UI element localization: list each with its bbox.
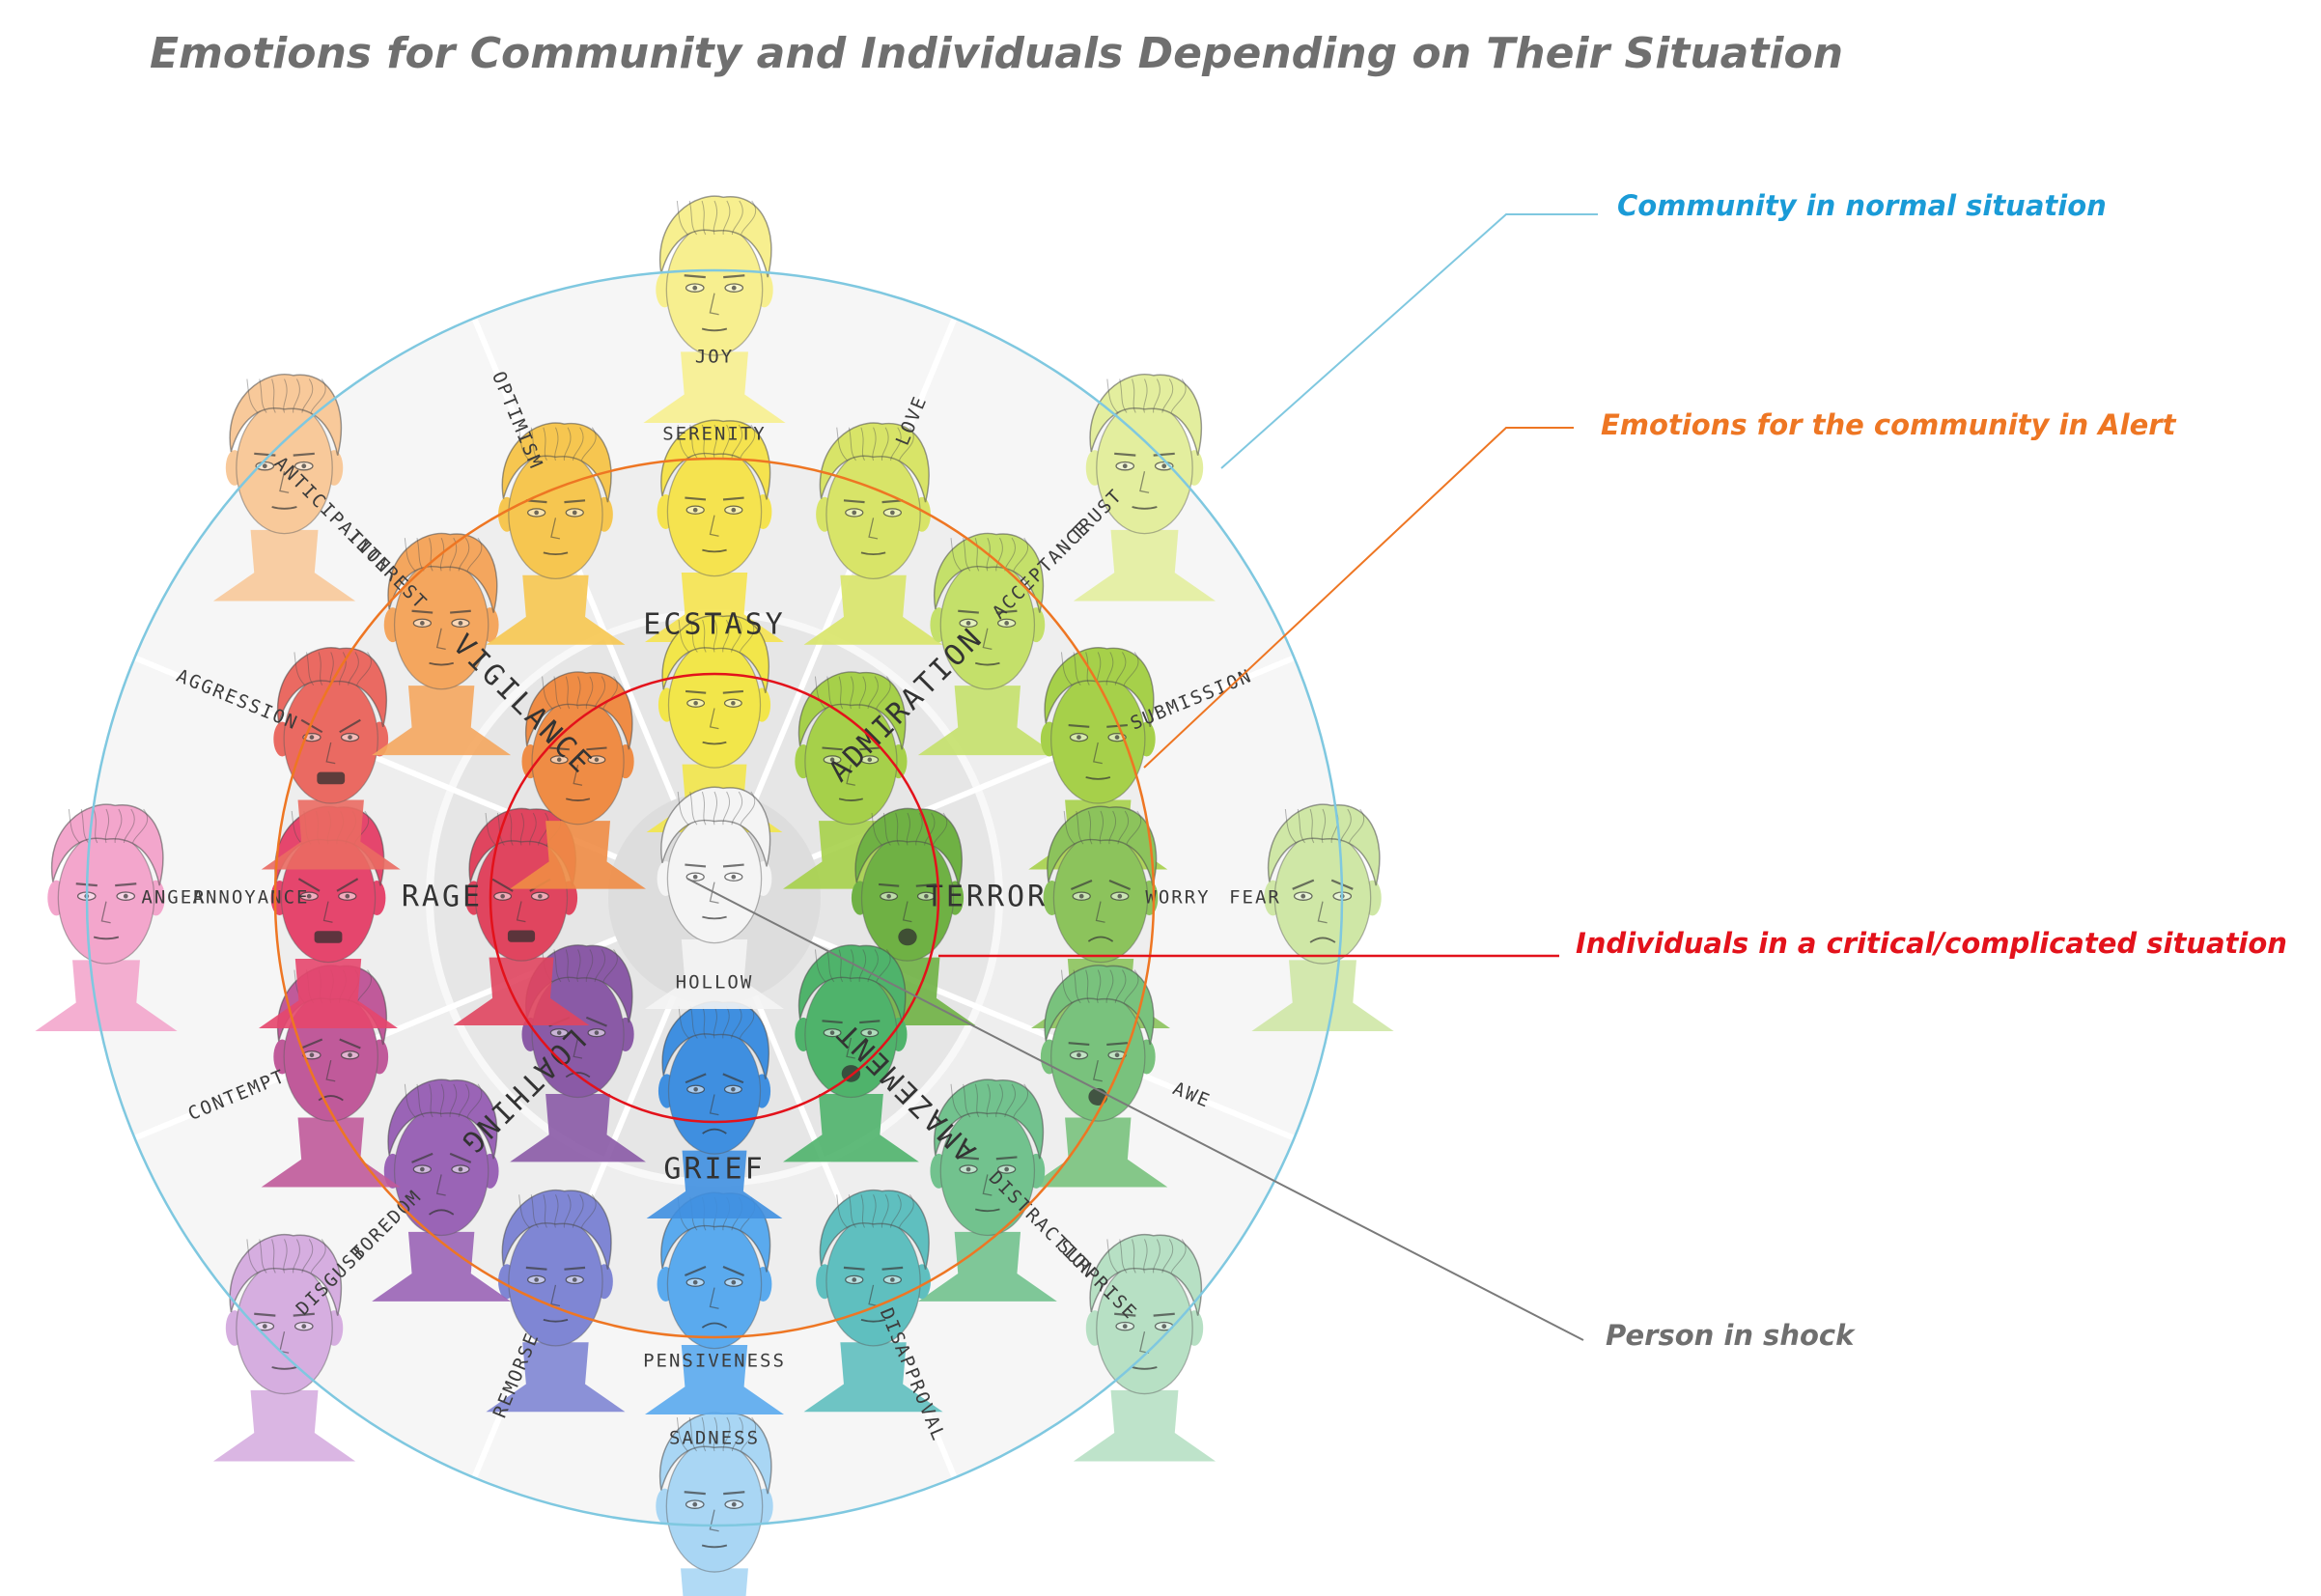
- label-grief: GRIEF: [663, 1153, 765, 1187]
- face-vigilance: [510, 671, 646, 889]
- leader-normal: [1220, 213, 1598, 469]
- legend-normal-situation: Community in normal situation: [1617, 189, 2107, 222]
- legend-critical-individuals: Individuals in a critical/complicated si…: [1576, 927, 2287, 960]
- face-joy: [645, 419, 784, 642]
- face-remorse: [486, 1189, 626, 1413]
- label-anger: ANGER: [141, 887, 206, 909]
- legend-leader-lines: [686, 213, 1598, 1341]
- face-annoyance: [35, 803, 178, 1031]
- label-joy: JOY: [695, 347, 734, 368]
- ring-normal-situation: [85, 268, 1344, 1527]
- face-disapproval: [803, 1189, 943, 1413]
- face-interest: [212, 374, 356, 602]
- face-amazement: [783, 944, 919, 1162]
- label-sadness: SADNESS: [669, 1428, 760, 1449]
- ring-community-alert: [273, 457, 1156, 1339]
- face-boredom: [212, 1233, 356, 1462]
- center-face: [645, 786, 784, 1009]
- face-grief: [646, 1000, 783, 1218]
- face-acceptance: [1073, 374, 1216, 602]
- legend-person-in-shock: Person in shock: [1606, 1319, 1855, 1352]
- label-pensiveness: PENSIVENESS: [643, 1351, 786, 1372]
- face-disgust: [372, 1078, 512, 1302]
- face-surprise: [917, 1078, 1057, 1302]
- face-optimism: [486, 422, 626, 645]
- face-distraction: [1073, 1233, 1216, 1462]
- label-worry: WORRY: [1145, 887, 1210, 909]
- label-ecstasy: ECSTASY: [643, 608, 785, 642]
- label-serenity: SERENITY: [662, 424, 767, 445]
- label-hollow: HOLLOW: [676, 972, 754, 994]
- face-serenity: [643, 195, 786, 423]
- ring-critical-individuals: [489, 672, 940, 1124]
- face-love: [803, 422, 943, 645]
- leader-alert: [1143, 427, 1574, 769]
- face-pensiveness: [656, 1412, 773, 1596]
- label-annoyance: ANNOYANCE: [193, 887, 310, 909]
- face-anticipation: [372, 532, 512, 756]
- situation-rings: [85, 268, 1344, 1527]
- face-worry: [1251, 803, 1394, 1031]
- inner-ring-faces: [453, 614, 976, 1218]
- outer-ring-faces: [35, 195, 1394, 1596]
- face-aggression: [261, 647, 401, 870]
- middle-ring-faces: [259, 419, 1170, 1414]
- face-trust: [917, 532, 1057, 756]
- face-hollow: [645, 786, 784, 1009]
- label-rage: RAGE: [402, 881, 483, 914]
- face-sadness: [645, 1191, 784, 1414]
- page-title: Emotions for Community and Individuals D…: [150, 29, 1844, 78]
- label-fear: FEAR: [1229, 887, 1281, 909]
- leader-shock: [686, 878, 1584, 1341]
- label-terror: TERROR: [926, 881, 1048, 914]
- legend-community-alert: Emotions for the community in Alert: [1601, 408, 2176, 441]
